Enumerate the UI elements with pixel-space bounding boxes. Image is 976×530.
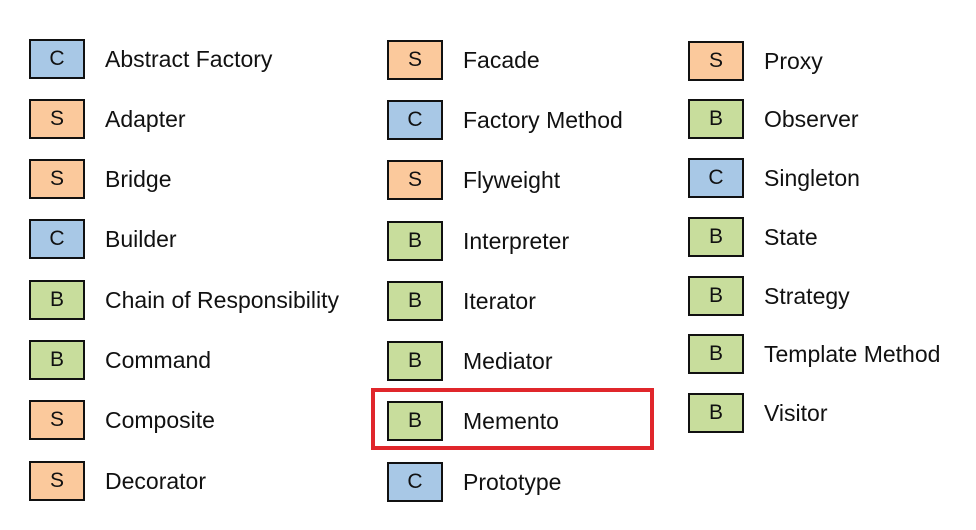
category-badge: S <box>387 160 443 200</box>
category-badge: S <box>29 400 85 440</box>
pattern-composite: S Composite <box>29 398 215 442</box>
pattern-strategy: B Strategy <box>688 274 850 318</box>
pattern-name: Iterator <box>463 287 536 314</box>
category-badge: B <box>387 221 443 261</box>
category-badge: S <box>29 461 85 501</box>
pattern-name: Builder <box>105 225 177 252</box>
category-badge: C <box>387 100 443 140</box>
pattern-name: Abstract Factory <box>105 45 273 72</box>
pattern-singleton: C Singleton <box>688 156 860 200</box>
pattern-name: Singleton <box>764 164 860 191</box>
pattern-interpreter: B Interpreter <box>387 219 569 263</box>
category-badge: B <box>688 276 744 316</box>
category-badge: B <box>688 393 744 433</box>
pattern-name: Flyweight <box>463 166 561 193</box>
pattern-name: Prototype <box>463 468 562 495</box>
pattern-builder: C Builder <box>29 217 177 261</box>
category-badge: B <box>688 217 744 257</box>
pattern-iterator: B Iterator <box>387 279 536 323</box>
pattern-template-method: B Template Method <box>688 332 940 376</box>
category-badge: C <box>688 158 744 198</box>
pattern-abstract-factory: C Abstract Factory <box>29 37 272 81</box>
category-badge: C <box>29 39 85 79</box>
pattern-mediator: B Mediator <box>387 339 552 383</box>
category-badge: S <box>29 99 85 139</box>
pattern-factory-method: C Factory Method <box>387 98 623 142</box>
pattern-memento: B Memento <box>387 399 559 443</box>
pattern-name: Visitor <box>764 399 828 426</box>
category-badge: C <box>29 219 85 259</box>
pattern-name: Command <box>105 346 212 373</box>
pattern-facade: S Facade <box>387 38 540 82</box>
pattern-name: Facade <box>463 46 540 73</box>
category-badge: B <box>387 341 443 381</box>
pattern-state: B State <box>688 215 818 259</box>
category-badge: B <box>688 99 744 139</box>
pattern-adapter: S Adapter <box>29 97 186 141</box>
category-badge: S <box>387 40 443 80</box>
pattern-name: Observer <box>764 105 859 132</box>
pattern-name: Decorator <box>105 467 206 494</box>
pattern-observer: B Observer <box>688 97 859 141</box>
category-badge: B <box>29 340 85 380</box>
pattern-command: B Command <box>29 338 211 382</box>
pattern-name: Adapter <box>105 105 186 132</box>
pattern-flyweight: S Flyweight <box>387 158 560 202</box>
pattern-name: Proxy <box>764 47 823 74</box>
category-badge: B <box>688 334 744 374</box>
pattern-name: State <box>764 223 818 250</box>
pattern-visitor: B Visitor <box>688 391 828 435</box>
pattern-name: Bridge <box>105 165 172 192</box>
pattern-name: Template Method <box>764 340 941 367</box>
pattern-name: Strategy <box>764 282 850 309</box>
pattern-chain-of-responsibility: B Chain of Responsibility <box>29 278 339 322</box>
pattern-proxy: S Proxy <box>688 39 823 83</box>
pattern-prototype: C Prototype <box>387 460 561 504</box>
pattern-name: Memento <box>463 407 559 434</box>
category-badge: B <box>387 281 443 321</box>
pattern-name: Interpreter <box>463 227 570 254</box>
category-badge: S <box>688 41 744 81</box>
pattern-name: Chain of Responsibility <box>105 286 339 313</box>
memento-highlight-box <box>371 388 654 450</box>
pattern-name: Mediator <box>463 347 553 374</box>
category-badge: C <box>387 462 443 502</box>
pattern-name: Factory Method <box>463 106 623 133</box>
category-badge: S <box>29 159 85 199</box>
pattern-decorator: S Decorator <box>29 459 206 503</box>
category-badge: B <box>387 401 443 441</box>
pattern-bridge: S Bridge <box>29 157 171 201</box>
pattern-name: Composite <box>105 406 215 433</box>
category-badge: B <box>29 280 85 320</box>
